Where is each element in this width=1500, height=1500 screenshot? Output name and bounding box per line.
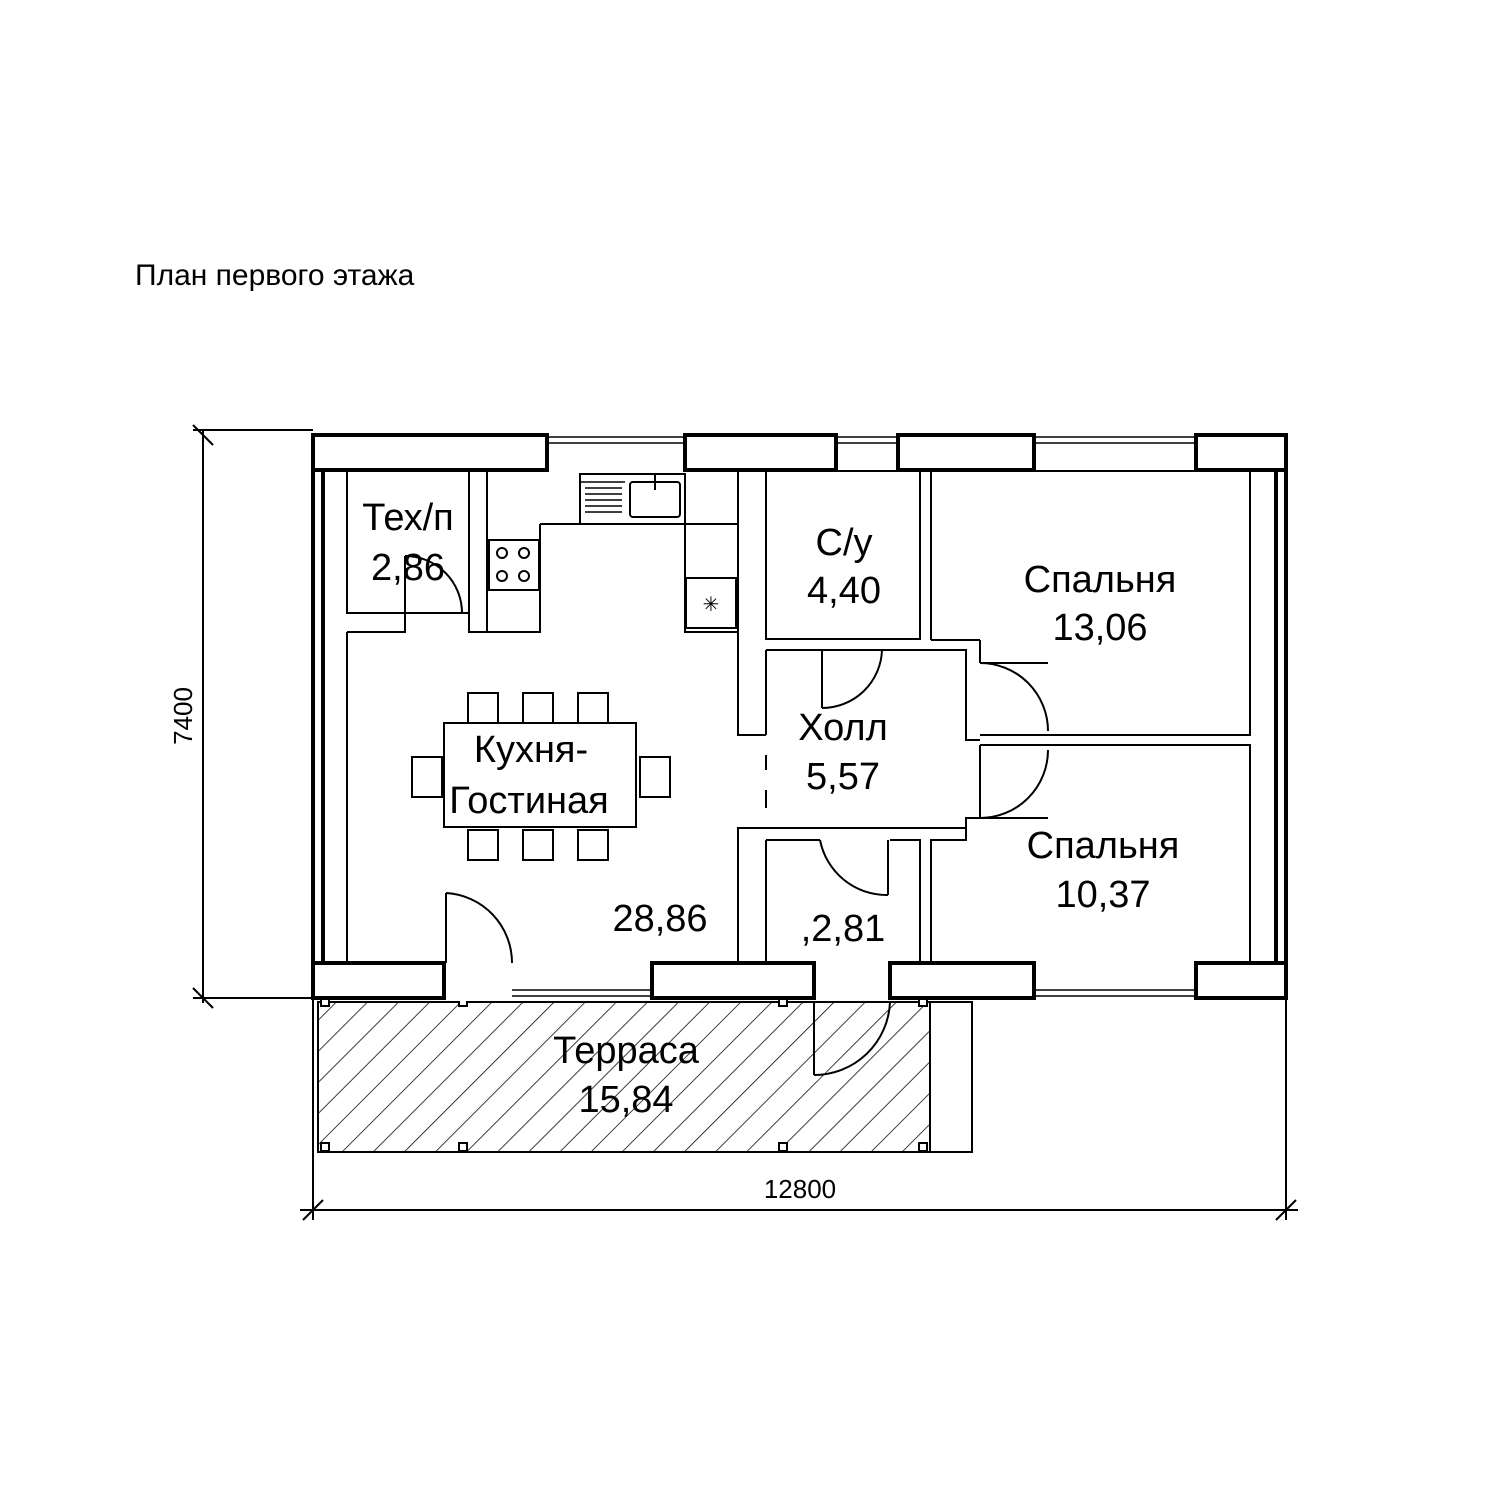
windows (444, 432, 1196, 1001)
terrace-area: 15,84 (578, 1079, 673, 1121)
bedroom2-area: 10,37 (1055, 874, 1150, 916)
dimension-width: 12800 (764, 1174, 836, 1204)
small-room-area: ,2,81 (801, 908, 886, 950)
kitchen-area: 28,86 (612, 898, 707, 940)
bedroom1-name: Спальня (1024, 559, 1177, 601)
room-outlines (346, 470, 1251, 964)
dimension-lines (192, 424, 1298, 1221)
tech-room-area: 2,86 (371, 547, 445, 589)
kitchen-name-line1: Кухня- (474, 729, 588, 771)
kitchen-name-line2: Гостиная (449, 780, 609, 822)
wc-area: 4,40 (807, 570, 881, 612)
terrace (317, 997, 973, 1153)
wc-name: С/у (816, 522, 873, 564)
dining-set (411, 692, 671, 861)
hall-area: 5,57 (806, 756, 880, 798)
plan-title: План первого этажа (135, 259, 415, 292)
dimension-height: 7400 (168, 687, 198, 745)
bedroom2-name: Спальня (1027, 825, 1180, 867)
hall-name: Холл (798, 707, 888, 749)
doors (404, 555, 1049, 1077)
terrace-name: Терраса (553, 1030, 700, 1072)
tech-room-name: Тех/п (362, 497, 454, 539)
wall-piers (311, 433, 1288, 1000)
bedroom1-area: 13,06 (1052, 607, 1147, 649)
svg-text:✳: ✳ (703, 594, 720, 616)
kitchen-fixtures: ✳ (487, 473, 738, 633)
